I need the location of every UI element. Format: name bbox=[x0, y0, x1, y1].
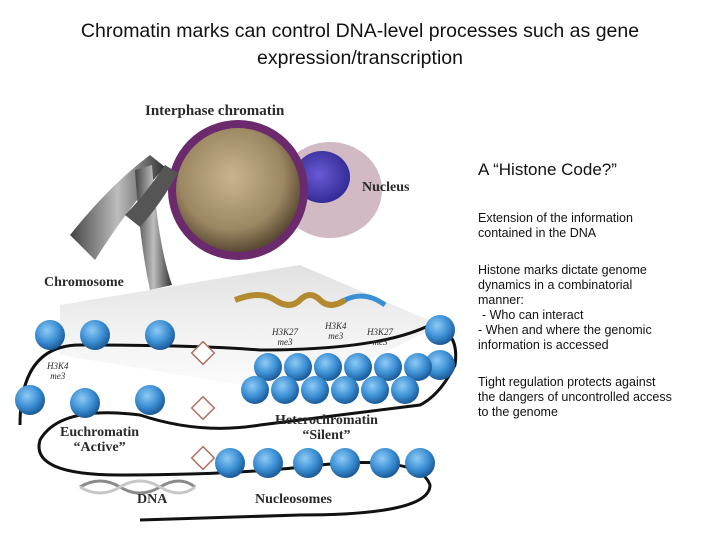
label-h3k4-left: H3K4 me3 bbox=[47, 361, 69, 381]
chromatin-fiber bbox=[233, 292, 347, 308]
title-line-1: Chromatin marks can control DNA-level pr… bbox=[80, 20, 640, 42]
label-h3k27-left: H3K27 me3 bbox=[272, 327, 298, 347]
histone-code-text: A “Histone Code?” Extension of the infor… bbox=[478, 160, 714, 442]
nucleosome bbox=[293, 448, 323, 478]
h3k4-left-line1: H3K4 bbox=[47, 361, 69, 371]
nucleosome bbox=[241, 376, 269, 404]
nucleosome bbox=[361, 376, 389, 404]
histone-code-heading: A “Histone Code?” bbox=[478, 160, 617, 179]
nucleosome bbox=[391, 376, 419, 404]
nucleosome bbox=[35, 320, 65, 350]
p2-line2: dynamics in a combinatorial bbox=[478, 278, 633, 292]
nucleosome bbox=[314, 353, 342, 381]
nucleosome bbox=[15, 385, 45, 415]
nucleosome bbox=[404, 353, 432, 381]
nucleosome bbox=[70, 388, 100, 418]
nucleosome bbox=[330, 448, 360, 478]
dna-helix bbox=[79, 479, 196, 495]
label-chromosome: Chromosome bbox=[44, 275, 124, 290]
h3k27-right-line1: H3K27 bbox=[367, 327, 394, 337]
paragraph-tight-regulation: Tight regulation protects against the da… bbox=[478, 375, 714, 420]
euchromatin-text: Euchromatin bbox=[60, 425, 140, 440]
interphase-disc bbox=[176, 128, 300, 252]
silent-text: “Silent” bbox=[302, 428, 351, 443]
p2-bullet1: ‐ Who can interact bbox=[482, 308, 584, 322]
nucleosome bbox=[271, 376, 299, 404]
label-interphase-chromatin: Interphase chromatin bbox=[145, 103, 285, 119]
nucleosome bbox=[331, 376, 359, 404]
active-text: “Active” bbox=[73, 440, 126, 455]
dna-thread bbox=[18, 323, 458, 522]
nucleosome bbox=[135, 385, 165, 415]
nucleosome bbox=[301, 376, 329, 404]
h3k4-mid-line2: me3 bbox=[328, 331, 344, 341]
slide-title: Chromatin marks can control DNA-level pr… bbox=[20, 18, 700, 72]
p2-bullet2-line2: information is accessed bbox=[478, 338, 609, 352]
nucleosome bbox=[284, 353, 312, 381]
p3-line2: the dangers of uncontrolled access bbox=[478, 390, 672, 404]
title-line-2: expression/transcription bbox=[257, 47, 463, 69]
label-dna: DNA bbox=[137, 492, 168, 507]
nucleosome bbox=[344, 353, 372, 381]
nucleosome bbox=[374, 353, 402, 381]
h3k27-left-line1: H3K27 bbox=[272, 327, 299, 337]
p2-bullet2-line1: - When and where the genomic bbox=[478, 323, 652, 337]
p1-line2: contained in the DNA bbox=[478, 226, 597, 240]
nucleosome bbox=[253, 448, 283, 478]
nucleosome bbox=[254, 353, 282, 381]
label-h3k27-right: H3K27 me3 bbox=[367, 327, 393, 347]
nucleosome bbox=[425, 315, 455, 345]
p1-line1: Extension of the information bbox=[478, 211, 633, 225]
h3k27-right-line2: me3 bbox=[372, 337, 388, 347]
paragraph-extension: Extension of the information contained i… bbox=[478, 211, 714, 241]
p3-line3: to the genome bbox=[478, 405, 558, 419]
h3k4-left-line2: me3 bbox=[50, 371, 66, 381]
chromatin-figure: Interphase chromatin Nucleus Chromosome … bbox=[0, 95, 470, 540]
nucleosome bbox=[370, 448, 400, 478]
nucleosome bbox=[405, 448, 435, 478]
h3k27-left-line2: me3 bbox=[277, 337, 293, 347]
paragraph-histone-marks: Histone marks dictate genome dynamics in… bbox=[478, 263, 714, 353]
label-euchromatin: Euchromatin “Active” bbox=[60, 425, 139, 455]
nucleosome bbox=[80, 320, 110, 350]
h3k4-mid-line1: H3K4 bbox=[325, 321, 347, 331]
nucleosomes-group bbox=[15, 315, 455, 478]
chromatin-illustration bbox=[15, 120, 458, 522]
linker-diamonds bbox=[190, 340, 216, 471]
p3-line1: Tight regulation protects against bbox=[478, 375, 656, 389]
heterochromatin-text: Heterochromatin bbox=[275, 413, 378, 428]
p2-line1: Histone marks dictate genome bbox=[478, 263, 647, 277]
nucleosome bbox=[145, 320, 175, 350]
label-nucleosomes: Nucleosomes bbox=[255, 492, 332, 507]
nucleosome bbox=[215, 448, 245, 478]
label-h3k4-mid: H3K4 me3 bbox=[325, 321, 347, 341]
p2-line3: manner: bbox=[478, 293, 524, 307]
label-nucleus: Nucleus bbox=[362, 180, 410, 195]
nucleosome bbox=[425, 350, 455, 380]
label-heterochromatin: Heterochromatin “Silent” bbox=[275, 413, 378, 443]
chromosome-shape bbox=[70, 155, 178, 290]
